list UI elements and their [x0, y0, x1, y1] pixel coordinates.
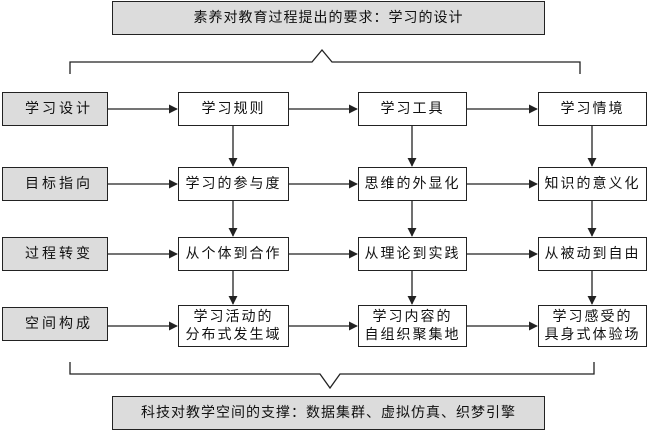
node-learning-context-text: 学习情境: [560, 101, 625, 117]
node-participation: 学习的参与度: [178, 167, 289, 201]
node-learning-context: 学习情境: [538, 92, 647, 126]
node-individual-to-cooperation-text: 从个体到合作: [185, 246, 282, 262]
node-learning-rules: 学习规则: [178, 92, 289, 126]
node-distributed-domain: 学习活动的 分布式发生域: [178, 305, 289, 347]
node-individual-to-cooperation: 从个体到合作: [178, 237, 289, 271]
node-meaningful-knowledge-text: 知识的意义化: [544, 176, 641, 192]
node-embodied-field-line1: 学习感受的: [552, 309, 633, 325]
top-banner: 素养对教育过程提出的要求：学习的设计: [112, 1, 545, 35]
node-externalized-thinking-text: 思维的外显化: [364, 176, 461, 192]
row-label-design-text: 学习设计: [25, 101, 93, 117]
node-meaningful-knowledge: 知识的意义化: [538, 167, 647, 201]
row-label-goal: 目标指向: [2, 167, 108, 201]
node-self-organizing-hub: 学习内容的 自组织聚集地: [358, 305, 467, 347]
node-theory-to-practice-text: 从理论到实践: [364, 246, 461, 262]
node-learning-rules-text: 学习规则: [201, 101, 266, 117]
row-label-space: 空间构成: [2, 307, 108, 341]
node-externalized-thinking: 思维的外显化: [358, 167, 467, 201]
top-brace: [69, 48, 581, 74]
node-embodied-field: 学习感受的 具身式体验场: [538, 305, 647, 347]
row-label-space-text: 空间构成: [25, 316, 93, 332]
node-learning-tools-text: 学习工具: [380, 101, 445, 117]
node-self-organizing-hub-line1: 学习内容的: [372, 309, 453, 325]
row-label-process: 过程转变: [2, 237, 108, 271]
bottom-banner: 科技对教学空间的支撑：数据集群、虚拟仿真、织梦引擎: [112, 396, 545, 430]
top-banner-text: 素养对教育过程提出的要求：学习的设计: [193, 10, 464, 26]
bottom-brace: [69, 362, 595, 390]
node-self-organizing-hub-line2: 自组织聚集地: [364, 327, 461, 343]
row-label-design: 学习设计: [2, 92, 108, 126]
row-label-process-text: 过程转变: [25, 246, 93, 262]
node-participation-text: 学习的参与度: [185, 176, 282, 192]
node-theory-to-practice: 从理论到实践: [358, 237, 467, 271]
node-embodied-field-line2: 具身式体验场: [544, 327, 641, 343]
row-label-goal-text: 目标指向: [25, 176, 93, 192]
node-learning-tools: 学习工具: [358, 92, 467, 126]
node-passive-to-free-text: 从被动到自由: [544, 246, 641, 262]
bottom-banner-text: 科技对教学空间的支撑：数据集群、虚拟仿真、织梦引擎: [141, 405, 516, 421]
node-distributed-domain-line2: 分布式发生域: [185, 327, 282, 343]
node-passive-to-free: 从被动到自由: [538, 237, 647, 271]
node-distributed-domain-line1: 学习活动的: [193, 309, 274, 325]
